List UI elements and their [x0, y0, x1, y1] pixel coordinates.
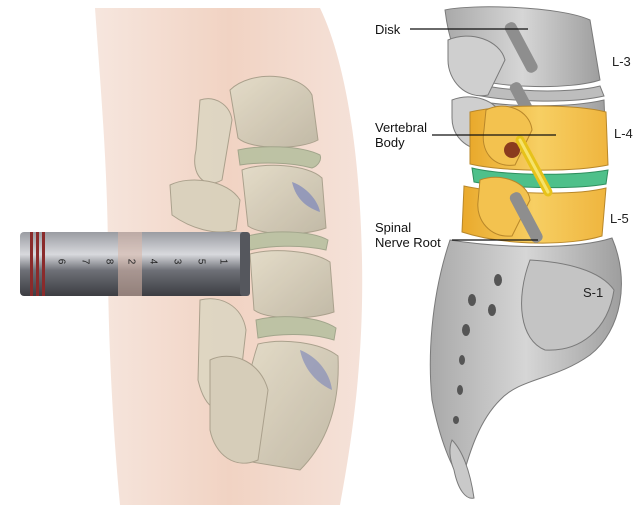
vertebral-body-label-line2: Body — [375, 135, 427, 150]
level-l3-label: L-3 — [612, 54, 631, 69]
sacrum — [430, 238, 621, 498]
vertebral-body-label: Vertebral Body — [375, 120, 427, 150]
spinal-nerve-root-label-line1: Spinal — [375, 220, 441, 235]
level-s1-label: S-1 — [583, 285, 603, 300]
highlighted-vertebrae — [462, 106, 608, 245]
level-l5-label: L-5 — [610, 211, 629, 226]
spinal-nerve-root-label-line2: Nerve Root — [375, 235, 441, 250]
spinal-nerve-root-label: Spinal Nerve Root — [375, 220, 441, 250]
disk-label: Disk — [375, 22, 400, 37]
level-l4-label: L-4 — [614, 126, 633, 141]
vertebral-body-label-line1: Vertebral — [375, 120, 427, 135]
